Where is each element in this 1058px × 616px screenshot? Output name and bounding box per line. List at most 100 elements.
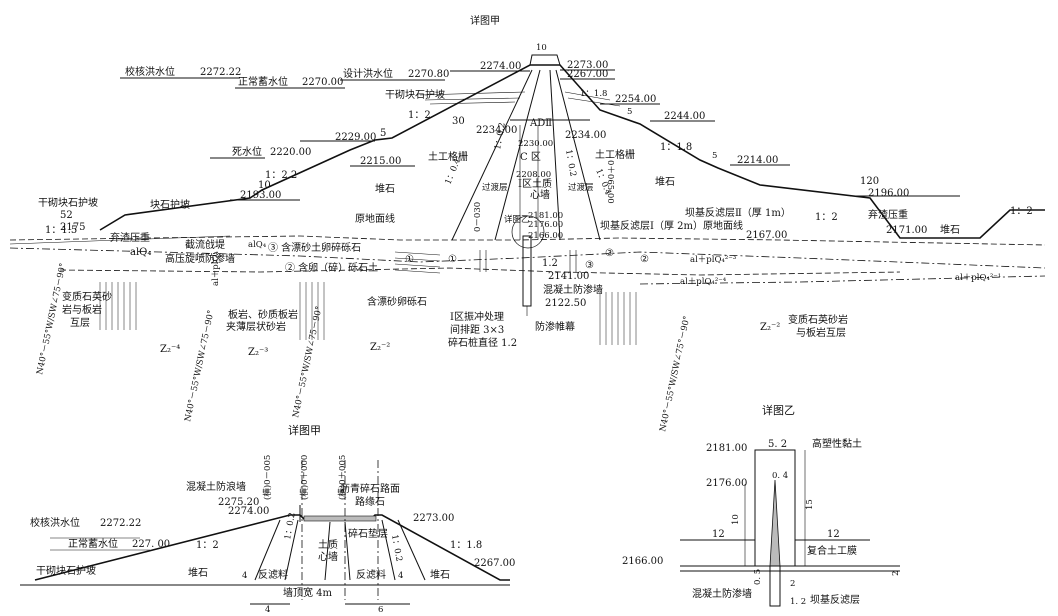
dim-12a-b: 12 bbox=[712, 529, 725, 540]
circle-3: ③ bbox=[585, 260, 594, 271]
elev-2196: 2196.00 bbox=[868, 188, 909, 199]
filter-a-right: 反滤料 bbox=[356, 568, 386, 581]
zone-z2-3: Z₂⁻³ bbox=[248, 347, 268, 358]
elev-2193: 2193.00 bbox=[240, 190, 281, 201]
orig-ground-label: 原地面线 bbox=[355, 212, 395, 225]
normal-level-value: 2270.00 bbox=[302, 77, 343, 88]
elev-2244: 2244.00 bbox=[664, 111, 705, 122]
ballast-right: 弃渣压重 bbox=[868, 208, 908, 221]
geogrid-right: 土工格栅 bbox=[595, 148, 635, 161]
vibro-1: Ⅰ区振冲处理 bbox=[450, 310, 504, 323]
asphalt-label: 沥青碎石路面 bbox=[340, 482, 400, 495]
elev-2254: 2254.00 bbox=[615, 94, 656, 105]
detail-b-ref: 详图乙 bbox=[504, 214, 530, 225]
elev-2175: 2175 bbox=[60, 222, 85, 233]
core-slope-02a: 1：0.2 bbox=[493, 122, 508, 151]
chain-065: 0＋065.00 bbox=[605, 160, 615, 204]
dead-level-label: 死水位 bbox=[232, 145, 262, 158]
width-52-b: 5. 2 bbox=[768, 439, 787, 450]
chain-m005: (横)0－005 bbox=[262, 455, 273, 500]
elev-2167: 2167.00 bbox=[746, 230, 787, 241]
dead-level-value: 2220.00 bbox=[270, 147, 311, 158]
dim-a-6: 6 bbox=[378, 605, 383, 615]
concrete-wall-main: 混凝土防渗墙 bbox=[543, 283, 603, 296]
circle-3b: ③ bbox=[605, 248, 614, 259]
normal-level-label: 正常蓄水位 bbox=[238, 75, 288, 88]
geomembrane-label: 复合土工膜 bbox=[807, 544, 857, 557]
ad-zone: ADⅡ bbox=[529, 118, 552, 129]
elev-2208: 2208.00 bbox=[516, 170, 551, 180]
zone-z2-2-mid: Z₂⁻² bbox=[370, 342, 390, 353]
slate-1: 板岩、砂质板岩 bbox=[228, 308, 298, 321]
dim-12c-b: 1. 2 bbox=[790, 597, 806, 607]
design-flood-value: 2270.80 bbox=[408, 69, 449, 80]
crest-right-elev2: 2267.00 bbox=[567, 69, 608, 80]
slope-a-02a: 1：0.2 bbox=[283, 512, 298, 541]
wave-wall-label: 混凝土防浪墙 bbox=[186, 480, 246, 493]
alpl-q4-2-3: al＋plQ₄²⁻³ bbox=[690, 255, 736, 265]
berm-5-r2: 5 bbox=[712, 151, 717, 161]
vibro-3: 碎石桩直径 1.2 bbox=[448, 336, 517, 349]
transition-right: 过渡层 bbox=[568, 182, 594, 193]
elev-2171: 2171.00 bbox=[886, 225, 927, 236]
riprap-slope-3: 干砌块石护坡 bbox=[38, 196, 98, 209]
rock-fill-left: 堆石 bbox=[375, 183, 395, 195]
dim-10-b: 10 bbox=[731, 514, 741, 525]
crest-width-a: 墙顶宽 4m bbox=[283, 586, 333, 599]
check-flood-a: 校核洪水位 bbox=[30, 516, 80, 529]
elev-2141: 2141.00 bbox=[548, 271, 589, 282]
rock-fill-right: 堆石 bbox=[655, 176, 675, 188]
dim-2a-b: 2 bbox=[790, 579, 795, 589]
width-120: 120 bbox=[860, 176, 879, 187]
filter-a-left: 反滤料 bbox=[258, 568, 288, 581]
dip-label-3: N40°－55°W/SW∠75－90° bbox=[291, 305, 324, 418]
water-level-markers bbox=[120, 69, 960, 201]
elev-2166-b: 2166.00 bbox=[622, 556, 663, 567]
schist-left-3: 互层 bbox=[70, 317, 90, 329]
width-04-b: 0. 4 bbox=[772, 471, 788, 481]
upstream-slope-1: 1：2 bbox=[408, 110, 431, 121]
transition-left: 过渡层 bbox=[482, 182, 508, 193]
zone-1-label: Ⅰ区土质 bbox=[518, 177, 552, 190]
filter-b: 坝基反滤层 bbox=[810, 593, 860, 606]
dip-label-2: N40°－55°W/SW∠75－90° bbox=[183, 309, 216, 422]
clay-label: 高塑性黏土 bbox=[812, 437, 862, 450]
chain-030: 0－030 bbox=[473, 202, 483, 232]
elev-2181-b: 2181.00 bbox=[706, 443, 747, 454]
upstream-slope-2: 1：2.2 bbox=[265, 170, 297, 181]
riprap-a: 干砌块石护坡 bbox=[36, 564, 96, 577]
alpl-q4-2-4: al＋plQ₄²⁻⁴ bbox=[680, 277, 727, 287]
schist-right-1: 变质石英砂岩 bbox=[788, 313, 848, 326]
elev-2273-a: 2273.00 bbox=[413, 513, 454, 524]
core-slope-02b: 1：0.2 bbox=[563, 149, 578, 178]
core-label: 心墙 bbox=[530, 188, 550, 201]
dim-2b-b: 2 bbox=[891, 571, 901, 576]
elev-2234-right: 2234.00 bbox=[565, 130, 606, 141]
dim-05-b: 0. 5 bbox=[753, 569, 763, 585]
cutoff-wall-b: 混凝土防渗墙 bbox=[692, 587, 752, 600]
schist-left-1: 变质石英砂 bbox=[62, 290, 112, 303]
dim-1.2: 1.2 bbox=[542, 258, 558, 269]
alpl-q4-vertical: al＋plQ₄ bbox=[211, 251, 221, 286]
elev-2274-a: 2274.00 bbox=[228, 506, 269, 517]
design-flood-label: 设计洪水位 bbox=[343, 67, 393, 80]
cofferdam-label: 截流戗堤 bbox=[185, 238, 225, 251]
boulder-gravel: 含漂砂卵砾石 bbox=[367, 295, 427, 308]
ballast-left: 弃渣压重 bbox=[110, 231, 150, 244]
jet-grout-wall: 高压旋喷防渗墙 bbox=[165, 252, 235, 265]
filter-layer-1: 坝基反滤层Ⅰ（厚 2m）原地面线 bbox=[600, 219, 743, 232]
check-flood-a-val: 2272.22 bbox=[100, 518, 141, 529]
elev-2234-left: 2234.00 bbox=[476, 125, 517, 136]
slope-a-12: 1：2 bbox=[196, 540, 219, 551]
schist-left-2: 岩与板岩 bbox=[62, 303, 102, 316]
original-ground-line bbox=[9, 235, 1046, 246]
check-flood-label: 校核洪水位 bbox=[125, 65, 175, 78]
upstream-face bbox=[99, 64, 1045, 239]
dip-label-1: N40°－55°W/SW∠75－90° bbox=[35, 262, 68, 375]
alpl-q4-2-1: al＋plQ₄²⁻¹ bbox=[955, 273, 1001, 283]
chain-000: (横)0＋000 bbox=[299, 455, 310, 500]
normal-a: 正常蓄水位 bbox=[68, 537, 118, 550]
riprap-slope-label: 干砌块石护坡 bbox=[385, 88, 445, 101]
slope-d1: 1：1.8 bbox=[580, 89, 607, 99]
rock-a-right: 堆石 bbox=[430, 569, 450, 581]
